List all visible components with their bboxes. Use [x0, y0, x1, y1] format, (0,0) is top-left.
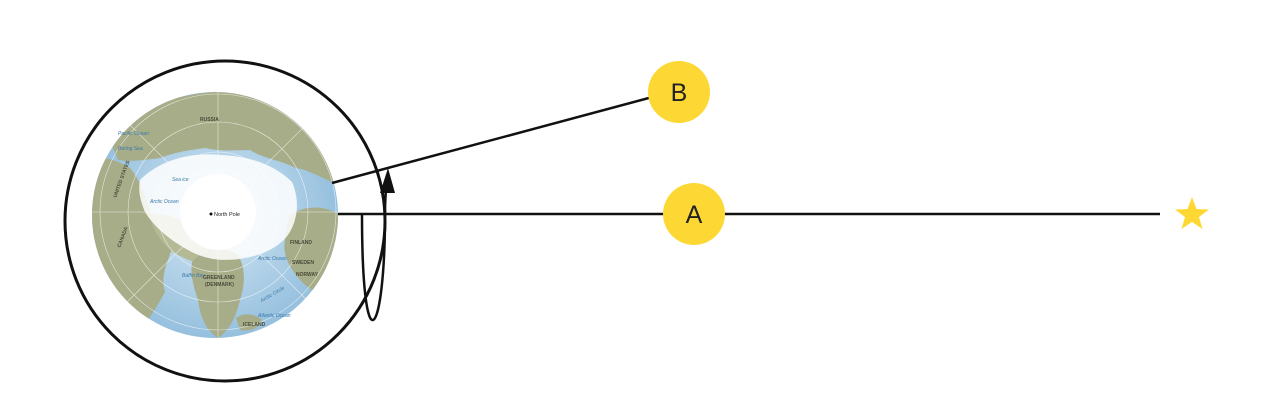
- label-sweden: SWEDEN: [292, 260, 314, 266]
- landmass-russia: [110, 92, 338, 185]
- label-arctic-ocean: Arctic Ocean: [149, 199, 179, 205]
- label-russia: RUSSIA: [200, 117, 219, 123]
- label-iceland: ICELAND: [243, 322, 266, 328]
- landmass-greenland: [191, 249, 244, 338]
- star-icon: [1175, 197, 1209, 229]
- label-finland: FINLAND: [290, 240, 312, 246]
- marker-a-circle: [663, 183, 725, 245]
- label-pacific: Pacific Ocean: [118, 131, 149, 137]
- label-atlantic: Atlantic Ocean: [257, 313, 291, 319]
- arrowhead-icon: [380, 168, 395, 193]
- label-denmark: (DENMARK): [205, 282, 234, 288]
- sight-line-b: [331, 93, 661, 185]
- label-arctic-ocean-2: Arctic Ocean: [257, 256, 287, 262]
- label-baffin: Baffin Bay: [182, 273, 205, 279]
- landmass-iceland: [236, 314, 262, 331]
- marker-a-label: A: [686, 201, 703, 229]
- label-bering: Bering Sea: [118, 146, 143, 152]
- label-norway: NORWAY: [296, 272, 319, 278]
- arctic-globe: RUSSIA Pacific Ocean Bering Sea UNITED S…: [92, 92, 338, 338]
- marker-b-label: B: [671, 79, 688, 107]
- angle-arc: [360, 179, 389, 321]
- label-north-pole: North Pole: [214, 212, 240, 218]
- label-greenland: GREENLAND: [203, 275, 235, 281]
- marker-a: A: [663, 183, 725, 245]
- marker-b-circle: [648, 61, 710, 123]
- north-pole-dot: [209, 212, 213, 216]
- label-sea-ice: Sea ice: [172, 177, 189, 183]
- marker-b: B: [648, 61, 710, 123]
